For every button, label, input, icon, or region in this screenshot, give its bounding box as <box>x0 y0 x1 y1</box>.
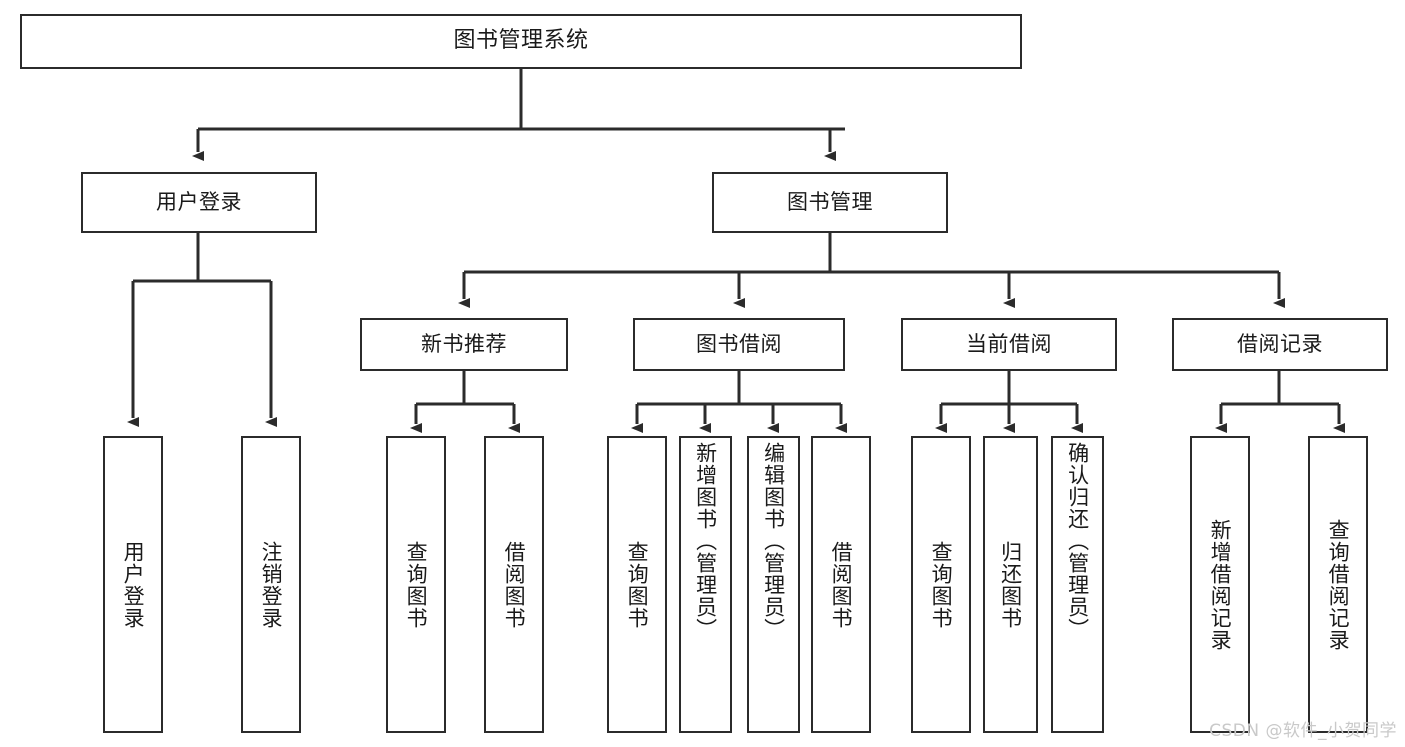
node-leaf-add-record-label: 新增借阅记录 <box>1208 518 1233 651</box>
node-leaf-logout-login-label: 注销登录 <box>259 540 284 629</box>
node-root-label: 图书管理系统 <box>453 28 589 54</box>
node-new-book-recommend-label: 新书推荐 <box>421 331 507 356</box>
node-leaf-query-book-3-label: 查询图书 <box>929 540 954 629</box>
node-leaf-query-book-2-label: 查询图书 <box>625 540 650 629</box>
node-leaf-borrow-book-2[interactable]: 借阅图书 <box>811 436 871 733</box>
node-leaf-confirm-return[interactable]: 确认归还（管理员） <box>1051 436 1104 733</box>
node-book-borrow[interactable]: 图书借阅 <box>633 318 845 371</box>
watermark: CSDN @软件_小贺同学 <box>1209 721 1397 741</box>
node-leaf-return-book[interactable]: 归还图书 <box>983 436 1038 733</box>
node-borrow-record[interactable]: 借阅记录 <box>1172 318 1388 371</box>
node-leaf-add-book[interactable]: 新增图书（管理员） <box>679 436 732 733</box>
node-user-login-label: 用户登录 <box>156 189 242 214</box>
node-leaf-user-login[interactable]: 用户登录 <box>103 436 163 733</box>
node-leaf-edit-book[interactable]: 编辑图书（管理员） <box>747 436 800 733</box>
node-user-login[interactable]: 用户登录 <box>81 172 317 233</box>
node-leaf-confirm-return-label: 确认归还（管理员） <box>1065 442 1090 640</box>
node-current-borrow[interactable]: 当前借阅 <box>901 318 1117 371</box>
node-borrow-record-label: 借阅记录 <box>1237 331 1323 356</box>
node-leaf-borrow-book-1[interactable]: 借阅图书 <box>484 436 544 733</box>
node-leaf-query-book-1-label: 查询图书 <box>404 540 429 629</box>
node-leaf-add-book-label: 新增图书（管理员） <box>693 442 718 640</box>
node-book-management-label: 图书管理 <box>787 189 873 214</box>
node-leaf-edit-book-label: 编辑图书（管理员） <box>761 442 786 640</box>
node-leaf-query-book-3[interactable]: 查询图书 <box>911 436 971 733</box>
node-leaf-query-record-label: 查询借阅记录 <box>1326 518 1351 651</box>
node-leaf-query-record[interactable]: 查询借阅记录 <box>1308 436 1368 733</box>
node-leaf-user-login-label: 用户登录 <box>121 540 146 629</box>
node-leaf-query-book-2[interactable]: 查询图书 <box>607 436 667 733</box>
node-current-borrow-label: 当前借阅 <box>966 331 1052 356</box>
node-new-book-recommend[interactable]: 新书推荐 <box>360 318 568 371</box>
node-leaf-query-book-1[interactable]: 查询图书 <box>386 436 446 733</box>
node-leaf-borrow-book-2-label: 借阅图书 <box>829 540 854 629</box>
node-book-borrow-label: 图书借阅 <box>696 331 782 356</box>
node-book-management[interactable]: 图书管理 <box>712 172 948 233</box>
node-leaf-add-record[interactable]: 新增借阅记录 <box>1190 436 1250 733</box>
node-leaf-borrow-book-1-label: 借阅图书 <box>502 540 527 629</box>
node-leaf-return-book-label: 归还图书 <box>998 540 1023 629</box>
node-leaf-logout-login[interactable]: 注销登录 <box>241 436 301 733</box>
node-root[interactable]: 图书管理系统 <box>20 14 1022 69</box>
